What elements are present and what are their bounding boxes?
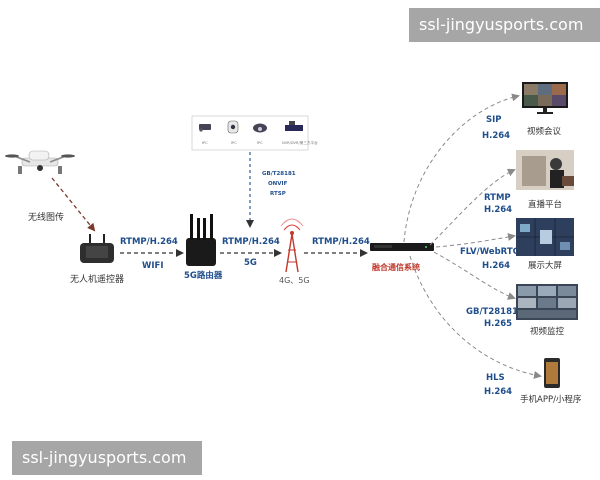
output-proto2-live: H.264 (484, 205, 512, 215)
output-proto1-monitor: GB/T28181 (466, 307, 518, 317)
camera-label-1: IPC (202, 141, 208, 145)
router-label: 5G路由器 (184, 270, 223, 281)
output-curve-monitor (433, 251, 516, 300)
cell-tower-icon (280, 218, 304, 273)
output-label-live: 直播平台 (528, 199, 562, 210)
tower-label: 4G、5G (279, 276, 310, 285)
output-proto2-display: H.264 (482, 261, 510, 271)
output-label-conference: 视频会议 (527, 126, 562, 137)
5g-router-icon (186, 214, 216, 266)
camera-protocol-3: RTSP (270, 191, 286, 197)
fusion-system-server-icon (370, 243, 434, 251)
mobile-phone-icon (544, 358, 560, 388)
link1-medium: WIFI (142, 261, 164, 271)
drone-label: 无线图传 (28, 211, 64, 223)
dome-camera-icon (253, 123, 267, 133)
video-conference-icon (522, 82, 568, 114)
output-proto1-conference: SIP (486, 115, 502, 125)
display-screen-icon (516, 218, 574, 256)
camera-label-2: IPC (231, 141, 237, 145)
watermark-top: ssl-jingyusports.com (409, 8, 600, 42)
output-curve-mobile (409, 255, 542, 379)
output-proto2-monitor: H.265 (484, 319, 512, 329)
link3-protocol: RTMP/H.264 (312, 237, 370, 247)
output-label-mobile: 手机APP/小程序 (520, 394, 582, 405)
system-label: 融合通信系统 (372, 262, 420, 272)
controller-label: 无人机遥控器 (70, 273, 124, 285)
output-proto1-live: RTMP (484, 193, 511, 203)
output-proto2-mobile: H.264 (484, 387, 512, 397)
output-curve-display (435, 233, 516, 248)
live-streaming-icon (516, 150, 574, 190)
remote-controller-icon (80, 234, 114, 263)
link2-medium: 5G (244, 258, 257, 268)
link1-protocol: RTMP/H.264 (120, 237, 178, 247)
ptz-camera-icon (227, 120, 239, 134)
drone-icon (5, 150, 75, 174)
output-label-display: 展示大屏 (528, 260, 563, 271)
output-proto1-display: FLV/WebRTC (460, 247, 519, 257)
camera-protocol-1: GB/T28181 (262, 171, 296, 177)
watermark-bottom: ssl-jingyusports.com (12, 441, 202, 475)
output-proto1-mobile: HLS (486, 373, 505, 383)
camera-protocol-2: ONVIF (268, 181, 288, 187)
ipc-camera-icon (199, 124, 211, 132)
camera-label-4: NVR/DVR/第三方平台 (282, 140, 318, 145)
link2-protocol: RTMP/H.264 (222, 237, 280, 247)
video-monitor-icon (516, 284, 578, 320)
output-label-monitor: 视频监控 (530, 326, 565, 337)
output-proto2-conference: H.264 (482, 131, 510, 141)
camera-label-3: IPC (257, 141, 263, 145)
nvr-icon (285, 121, 303, 131)
camera-source-box: IPC IPC IPC NVR/DVR/第三方平台 (191, 115, 318, 151)
